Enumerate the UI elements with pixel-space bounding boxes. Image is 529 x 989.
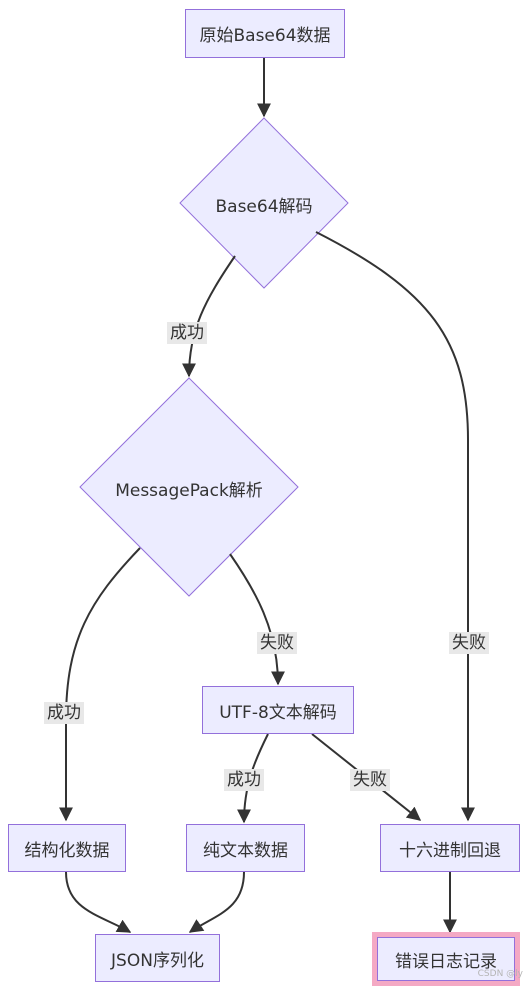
- node-hex-fallback: 十六进制回退: [380, 824, 520, 872]
- node-error-log-label: 错误日志记录: [395, 951, 497, 972]
- node-structured-data-label: 结构化数据: [24, 840, 110, 861]
- node-utf8-decode-label: UTF-8文本解码: [219, 702, 337, 723]
- edge-label-utf8-success: 成功: [224, 769, 264, 791]
- edge-label-msgpack-success: 成功: [44, 702, 84, 724]
- edge-msgpack-to-structured: [59, 547, 141, 822]
- edge-structured-to-json: [65, 871, 132, 933]
- edge-plaintext-to-json: [188, 871, 245, 933]
- msgpack-parse-diamond: [79, 377, 299, 597]
- base64-decode-diamond: [179, 117, 349, 289]
- node-json-serialize-label: JSON序列化: [111, 950, 204, 971]
- node-hex-fallback-label: 十六进制回退: [399, 840, 501, 861]
- node-raw-base64: 原始Base64数据: [185, 9, 345, 58]
- edge-base64-to-msgpack: [182, 255, 236, 378]
- node-base64-decode-label: Base64解码: [215, 196, 313, 217]
- node-plain-text-label: 纯文本数据: [203, 840, 288, 861]
- edge-label-base64-fail: 失败: [449, 632, 489, 654]
- watermark: CSDN @ly: [477, 969, 523, 979]
- node-plain-text: 纯文本数据: [186, 824, 305, 872]
- edge-msgpack-to-utf8: [229, 553, 285, 686]
- edge-label-utf8-fail: 失败: [350, 769, 390, 791]
- edge-label-base64-success: 成功: [167, 322, 207, 344]
- node-raw-base64-label: 原始Base64数据: [199, 26, 331, 46]
- edge-label-msgpack-fail: 失败: [257, 632, 297, 654]
- edge-base64-to-hex: [315, 231, 475, 822]
- node-msgpack-parse-label: MessagePack解析: [115, 480, 263, 501]
- node-utf8-decode: UTF-8文本解码: [202, 686, 354, 734]
- node-structured-data: 结构化数据: [8, 824, 126, 872]
- node-json-serialize: JSON序列化: [95, 934, 220, 982]
- node-error-log: 错误日志记录: [372, 932, 520, 986]
